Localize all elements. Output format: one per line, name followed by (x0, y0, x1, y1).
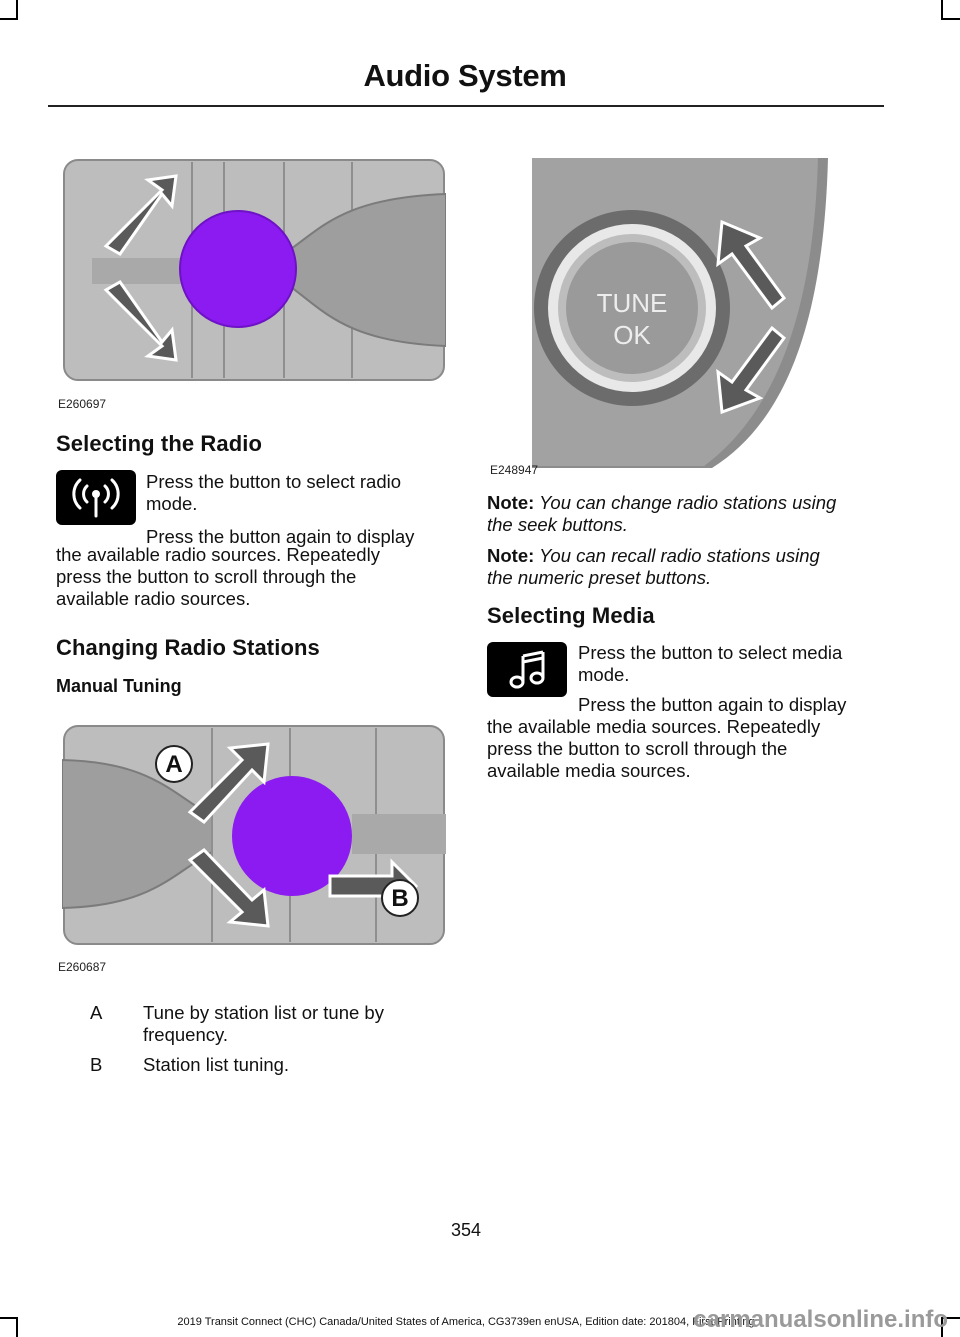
crop-mark (16, 1317, 18, 1337)
callout-b: B (391, 885, 408, 912)
media-para1-line1: Press the button to select media (578, 642, 843, 663)
music-note-icon (487, 642, 567, 697)
figure-tune-ok-knob: TUNE OK (532, 158, 832, 468)
knob-label-ok: OK (613, 320, 651, 350)
callout-a: A (165, 751, 182, 778)
radio-para2-line4: available radio sources. (56, 588, 251, 609)
media-para2-line4: available media sources. (487, 760, 691, 781)
radio-para1-line2: mode. (146, 493, 198, 514)
figure-code: E260687 (58, 960, 107, 974)
page-title: Audio System (363, 58, 567, 93)
key-description: Tune by station list or tune by (143, 1002, 384, 1023)
key-letter: B (90, 1054, 103, 1075)
crop-mark (16, 0, 18, 18)
media-para2-line1: Press the button again to display (578, 694, 847, 715)
note-label: Note: (487, 545, 535, 566)
crop-mark (941, 1317, 960, 1319)
figure-manual-tuning: A B (62, 724, 446, 948)
key-description: Station list tuning. (143, 1054, 290, 1075)
media-para2-line2: the available media sources. Repeatedly (487, 716, 821, 737)
figure-code: E260697 (58, 397, 107, 411)
note-label: Note: (487, 492, 535, 513)
footer-text: 2019 Transit Connect (CHC) Canada/United… (177, 1316, 755, 1328)
crop-mark (0, 18, 18, 20)
page-number: 354 (450, 1220, 482, 1240)
header-divider (48, 105, 884, 107)
radio-para2-line2: the available radio sources. Repeatedly (56, 544, 380, 565)
note-text: You can recall radio stations using (534, 545, 820, 566)
crop-mark (941, 18, 960, 20)
note: Note: You can recall radio stations usin… (487, 545, 820, 567)
knob-label-tune: TUNE (597, 288, 668, 318)
media-para1-line2: mode. (578, 664, 630, 685)
watermark: carmanualsonline.info (693, 1306, 948, 1333)
note-text: You can change radio stations using (534, 492, 837, 513)
crop-mark (941, 1317, 943, 1337)
section-heading: Selecting the Radio (56, 431, 263, 456)
figure-control-panel (62, 158, 446, 382)
crop-mark (941, 0, 943, 18)
radio-para2-line1: Press the button again to display (146, 526, 415, 547)
subsection-heading: Manual Tuning (56, 676, 182, 696)
section-heading: Selecting Media (487, 603, 655, 628)
section-heading: Changing Radio Stations (56, 635, 320, 660)
figure-code: E248947 (490, 463, 539, 477)
radio-para2-line3: press the button to scroll through the (56, 566, 357, 587)
key-letter: A (90, 1002, 103, 1023)
radio-signal-icon (56, 470, 136, 525)
radio-para1-line1: Press the button to select radio (146, 471, 402, 492)
note-text: the seek buttons. (487, 514, 628, 535)
note-text: the numeric preset buttons. (487, 567, 712, 588)
crop-mark (0, 1317, 18, 1319)
note: Note: You can change radio stations usin… (487, 492, 836, 514)
key-description: frequency. (143, 1024, 229, 1045)
media-para2-line3: press the button to scroll through the (487, 738, 788, 759)
